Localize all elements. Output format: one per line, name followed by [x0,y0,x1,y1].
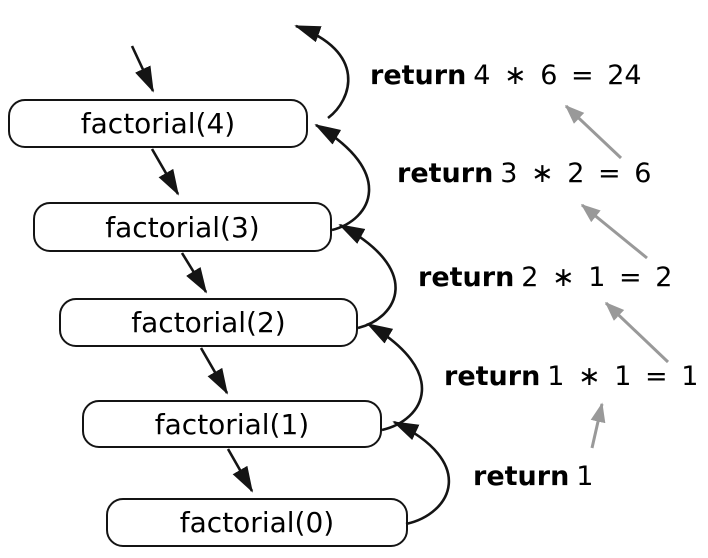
gray-flow-arrow-1-to-2 [604,301,670,364]
return-keyword: return [418,262,515,293]
return-expression: 2 ∗ 1 = 2 [521,262,673,293]
return-expression: 1 ∗ 1 = 1 [547,361,699,392]
call-arrow-4-to-3 [150,148,180,196]
call-arrow-3-to-2 [180,252,208,294]
frame-label: factorial(4) [80,107,236,140]
gray-flow-arrow-base-to-1 [590,402,606,449]
entry-call-arrow [130,45,155,93]
return-keyword: return [444,361,541,392]
frame-box-factorial-2: factorial(2) [59,298,358,347]
frame-box-factorial-4: factorial(4) [8,99,308,148]
return-keyword: return [473,461,570,492]
return-keyword: return [397,158,494,189]
frame-box-factorial-1: factorial(1) [82,400,382,448]
frame-label: factorial(0) [179,506,335,539]
frame-label: factorial(2) [131,306,286,339]
call-arrow-2-to-1 [199,347,229,395]
frame-label: factorial(1) [154,407,310,441]
frame-box-factorial-0: factorial(0) [106,498,408,547]
return-expression: 1 [576,461,594,492]
call-arrow-1-to-0 [226,448,254,493]
return-expression: 3 ∗ 2 = 6 [500,158,652,189]
frame-box-factorial-3: factorial(3) [33,202,332,252]
return-expression: 4 ∗ 6 = 24 [473,60,642,91]
return-keyword: return [370,60,467,91]
gray-flow-arrow-6-to-24 [564,104,623,160]
frame-label: factorial(3) [105,210,260,244]
gray-flow-arrow-2-to-6 [580,203,648,260]
